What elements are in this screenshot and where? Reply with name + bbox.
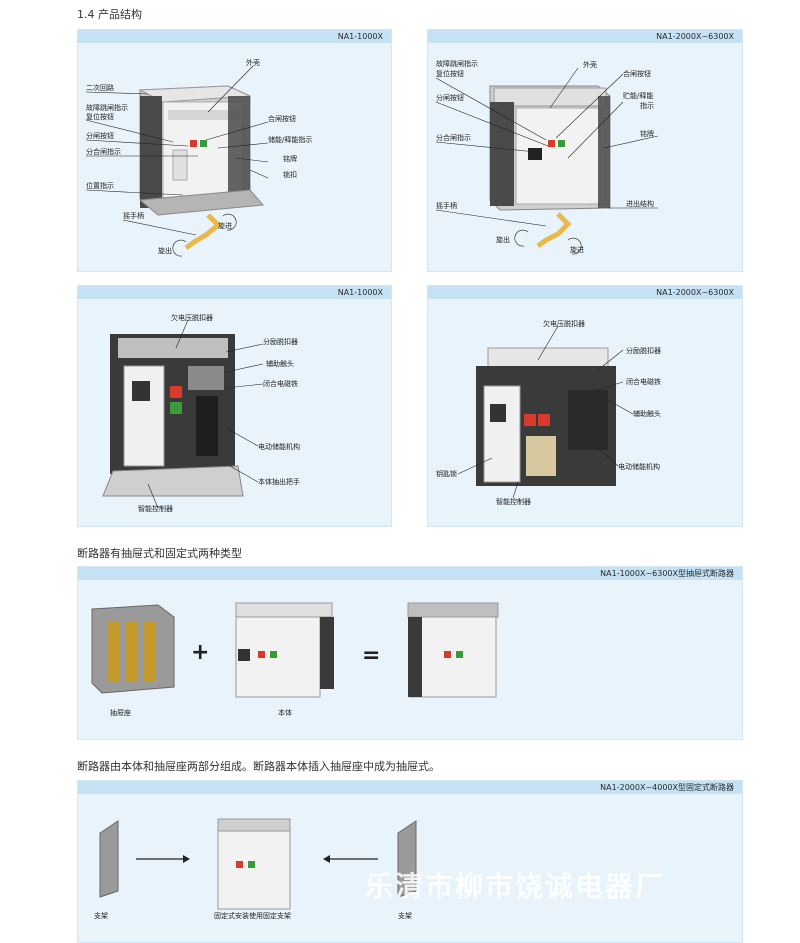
breaker-illustration-1000x: 外壳 二次回路 故障跳闸指示 复位按钮 合闸按钮 分闸按钮 储能/释能指示 分合… bbox=[85, 58, 312, 257]
panel-structure-1000x: NA1-1000X 外壳 二次回路 故障跳闸指示 复位按钮 合闸按钮 bbox=[77, 29, 392, 272]
label-fixed-install-note: 固定式安装使用固定支架 bbox=[214, 911, 291, 920]
label-close-button: 合闸按钮 bbox=[623, 69, 651, 78]
label-shunt-release: 分励脱扣器 bbox=[263, 337, 298, 346]
types-title: 断路器有抽屉式和固定式两种类型 bbox=[77, 547, 242, 560]
label-lock: 锁扣 bbox=[283, 170, 297, 179]
label-undervoltage-release: 欠电压脱扣器 bbox=[171, 313, 213, 322]
label-fault-trip-indicator: 故障跳闸指示 bbox=[86, 103, 128, 112]
label-key-lock: 钥匙锁 bbox=[436, 469, 457, 478]
panel-header-fixed: NA1-2000X~4000X型固定式断路器 bbox=[78, 781, 742, 794]
label-intelligent-controller: 智能控制器 bbox=[138, 504, 173, 513]
panel-header-drawout: NA1-1000X~6300X型抽屉式断路器 bbox=[78, 567, 742, 580]
label-intelligent-controller: 智能控制器 bbox=[496, 497, 531, 506]
label-open-button: 分闸按钮 bbox=[86, 131, 114, 140]
label-secondary-circuit: 二次回路 bbox=[86, 83, 114, 92]
watermark: 乐清市柳市饶诚电器厂 bbox=[365, 870, 666, 903]
label-housing: 外壳 bbox=[583, 60, 597, 69]
label-reset-button: 复位按钮 bbox=[86, 112, 114, 121]
label-open-close-indicator: 分合闸指示 bbox=[436, 133, 471, 142]
label-crank-handle: 摇手柄 bbox=[123, 211, 144, 220]
panel-internal-1000x: NA1-1000X 欠电压脱扣器 分励脱扣器 辅助触头 闭合电磁铁 电动储能机构… bbox=[77, 285, 392, 527]
label-close-button: 合闸按钮 bbox=[268, 114, 296, 123]
panel-internal-2000x-6300x: NA1-2000X~6300X 欠电压脱扣器 分励脱扣器 闭合电磁铁 辅助触头 … bbox=[427, 285, 743, 527]
label-closing-electromagnet: 闭合电磁铁 bbox=[263, 379, 298, 388]
label-closing-electromagnet: 闭合电磁铁 bbox=[626, 377, 661, 386]
plus-sign: + bbox=[191, 640, 209, 665]
label-in-out-structure: 进出结构 bbox=[626, 199, 654, 208]
label-reset-button: 复位按钮 bbox=[436, 69, 464, 78]
drawout-assembly-illustration: + = 抽屉座 本体 bbox=[91, 602, 499, 717]
label-charge-indicator: 储能/释能指示 bbox=[268, 135, 312, 144]
section-title: 1.4 产品结构 bbox=[77, 8, 142, 21]
label-auxiliary-contact: 辅助触头 bbox=[633, 409, 661, 418]
label-open-button: 分闸按钮 bbox=[436, 93, 464, 102]
label-housing: 外壳 bbox=[246, 58, 260, 67]
panel-model-label: NA1-2000X~6300X bbox=[428, 30, 742, 43]
label-rotate-out: 旋出 bbox=[158, 246, 172, 255]
label-crank-handle: 摇手柄 bbox=[436, 201, 457, 210]
fixed-assembly-illustration: 支架 固定式安装使用固定支架 支架 bbox=[94, 818, 417, 920]
panel-model-label: NA1-1000X bbox=[78, 286, 391, 299]
label-shunt-release: 分励脱扣器 bbox=[626, 346, 661, 355]
breaker-internal-2000x: 欠电压脱扣器 分励脱扣器 闭合电磁铁 辅助触头 电动储能机构 钥匙锁 智能控制器 bbox=[436, 319, 661, 506]
label-position-indicator: 位置指示 bbox=[86, 181, 114, 190]
label-drawer-base: 抽屉座 bbox=[110, 708, 131, 717]
label-rotate-in: 旋进 bbox=[570, 245, 584, 254]
panel-model-label: NA1-2000X~6300X bbox=[428, 286, 742, 299]
panel-drawout-type: NA1-1000X~6300X型抽屉式断路器 + = 抽屉座 本体 bbox=[77, 566, 743, 740]
panel-model-label: NA1-1000X bbox=[78, 30, 391, 43]
panel-fixed-type: NA1-2000X~4000X型固定式断路器 支架 固定式安装使用固定支架 支架 bbox=[77, 780, 743, 943]
label-withdrawal-handle: 本体抽出把手 bbox=[258, 477, 300, 486]
label-undervoltage-release: 欠电压脱扣器 bbox=[543, 319, 585, 328]
label-charge-release: 贮能/释能 bbox=[623, 91, 653, 100]
panel-structure-2000x-6300x: NA1-2000X~6300X 故障跳闸指示 复位按钮 外壳 合闸按钮 贮能/释… bbox=[427, 29, 743, 272]
label-bracket-right: 支架 bbox=[398, 911, 412, 920]
label-bracket-left: 支架 bbox=[94, 911, 108, 920]
breaker-illustration-2000x: 故障跳闸指示 复位按钮 外壳 合闸按钮 贮能/释能 指示 分闸按钮 铭牌 分合闸… bbox=[435, 59, 659, 255]
label-motor-charging-mechanism: 电动储能机构 bbox=[258, 442, 300, 451]
equals-sign: = bbox=[362, 643, 380, 668]
label-nameplate: 铭牌 bbox=[283, 154, 297, 163]
label-rotate-out: 旋出 bbox=[496, 235, 510, 244]
label-rotate-in: 旋进 bbox=[218, 221, 232, 230]
label-open-close-indicator: 分合闸指示 bbox=[86, 147, 121, 156]
label-nameplate: 铭牌 bbox=[640, 129, 654, 138]
breaker-internal-1000x: 欠电压脱扣器 分励脱扣器 辅助触头 闭合电磁铁 电动储能机构 本体抽出把手 智能… bbox=[102, 313, 300, 513]
label-indicator: 指示 bbox=[640, 101, 654, 110]
label-motor-charging-mechanism: 电动储能机构 bbox=[618, 462, 660, 471]
label-auxiliary-contact: 辅助触头 bbox=[266, 359, 294, 368]
label-fault-trip-indicator: 故障跳闸指示 bbox=[436, 59, 478, 68]
fixed-title: 断路器由本体和抽屉座两部分组成。断路器本体插入抽屉座中成为抽屉式。 bbox=[77, 760, 440, 773]
label-breaker-body: 本体 bbox=[278, 708, 292, 717]
